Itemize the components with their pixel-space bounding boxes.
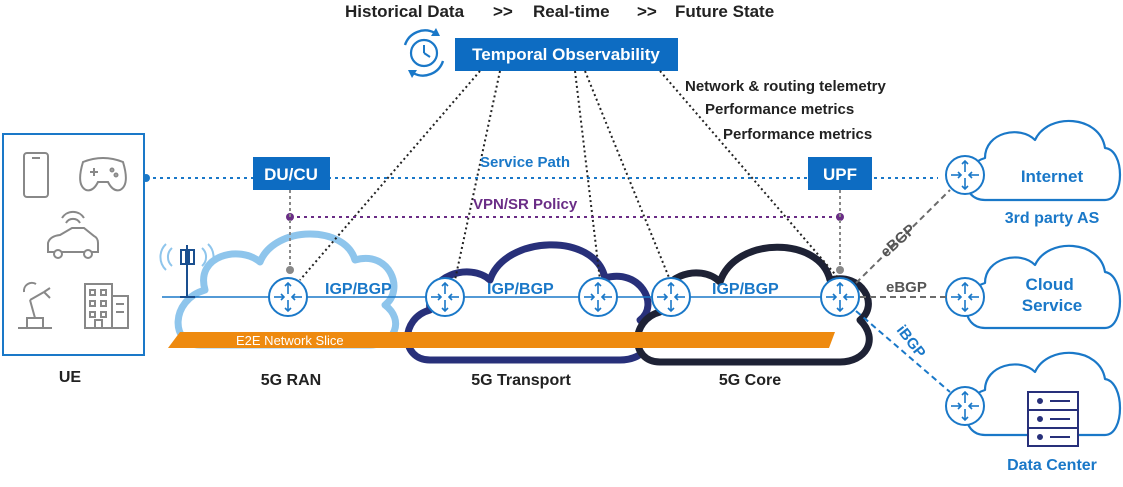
timeline-header: Historical Data >> Real-time >> Future S… xyxy=(345,2,774,21)
realtime-label: Real-time xyxy=(533,2,610,21)
gamepad-icon xyxy=(79,157,127,192)
vpn-sr-policy-path: VPN/SR Policy xyxy=(286,196,844,221)
router-transport-left[interactable] xyxy=(425,277,465,317)
e2e-network-slice-label: E2E Network Slice xyxy=(236,333,344,348)
router-cloud-peer[interactable] xyxy=(945,277,985,317)
e2e-network-slice: E2E Network Slice xyxy=(168,332,835,348)
ran-protocol-label: IGP/BGP xyxy=(325,281,392,298)
ebgp-cloud-label: eBGP xyxy=(886,279,927,296)
timeline-arrow-1: >> xyxy=(493,2,513,21)
router-internet-peer[interactable] xyxy=(945,155,985,195)
timeline-arrow-2: >> xyxy=(637,2,657,21)
telemetry-label-2: Performance metrics xyxy=(705,101,854,118)
cloud-service-label: Cloud Service xyxy=(1022,275,1083,315)
router-transport-right[interactable] xyxy=(578,277,618,317)
cloud-5g-transport xyxy=(404,241,653,364)
transport-protocol-label: IGP/BGP xyxy=(487,281,554,298)
service-path-label: Service Path xyxy=(480,154,570,171)
router-core-left[interactable] xyxy=(651,277,691,317)
temporal-observability-label: Temporal Observability xyxy=(472,45,660,64)
robot-arm-icon xyxy=(18,281,52,329)
router-dc-peer[interactable] xyxy=(945,386,985,426)
vpn-sr-policy-label: VPN/SR Policy xyxy=(473,196,578,213)
temporal-observability-box[interactable]: Temporal Observability xyxy=(455,38,678,71)
historical-data-label: Historical Data xyxy=(345,2,465,21)
cloud-internet xyxy=(965,119,1122,202)
third-party-as-label: 3rd party AS xyxy=(1005,210,1100,227)
data-center-label: Data Center xyxy=(1007,457,1097,474)
ue-panel: UE xyxy=(2,133,145,386)
domain-label-core: 5G Core xyxy=(719,372,781,389)
telemetry-lines xyxy=(299,70,841,281)
telemetry-label-1: Network & routing telemetry xyxy=(685,78,887,95)
du-cu-label: DU/CU xyxy=(264,165,318,184)
telemetry-label-3: Performance metrics xyxy=(723,126,872,143)
domain-label-ran: 5G RAN xyxy=(261,372,321,389)
connected-car-icon xyxy=(47,211,99,259)
smartphone-icon xyxy=(23,152,49,198)
cell-tower-icon xyxy=(159,243,215,298)
peering-links xyxy=(855,189,951,393)
router-core-edge[interactable] xyxy=(820,277,860,317)
ue-label: UE xyxy=(59,369,82,386)
core-protocol-label: IGP/BGP xyxy=(712,281,779,298)
internet-label: Internet xyxy=(1021,167,1084,186)
server-rack-icon xyxy=(1027,391,1079,447)
upf-node[interactable]: UPF xyxy=(808,157,872,190)
domain-label-transport: 5G Transport xyxy=(471,372,571,389)
router-ran[interactable] xyxy=(268,277,308,317)
future-state-label: Future State xyxy=(675,2,774,21)
ibgp-dc-label: iBGP xyxy=(893,322,929,361)
upf-label: UPF xyxy=(823,165,857,184)
building-icon xyxy=(84,283,129,329)
clock-refresh-icon xyxy=(403,28,445,78)
du-cu-node[interactable]: DU/CU xyxy=(253,157,330,190)
ebgp-internet-label: eBGP xyxy=(877,221,919,261)
